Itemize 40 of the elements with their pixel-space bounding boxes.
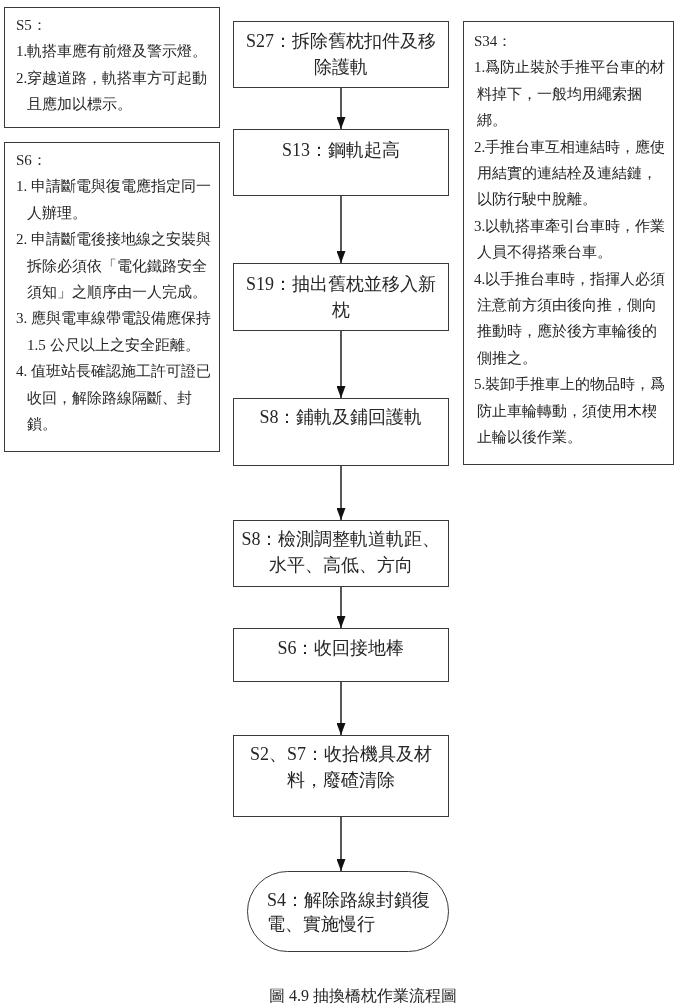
- note-heading: S6：: [16, 151, 47, 170]
- note-item: 5.裝卸手推車上的物品時，爲防止車輪轉動，須使用木楔止輪以後作業。: [474, 375, 667, 448]
- arrow: [336, 816, 346, 872]
- note-item: 1. 申請斷電與復電應指定同一人辦理。: [16, 177, 212, 223]
- process-box: [233, 263, 449, 331]
- process-box: [233, 398, 449, 466]
- step-text: S8：檢測調整軌道軌距、水平、高低、方向: [240, 528, 442, 577]
- process-box: [233, 21, 449, 88]
- note-item: 1.爲防止裝於手推平台車的材料掉下，一般均用繩索捆綁。: [474, 58, 667, 131]
- note-item: 2.手推台車互相連結時，應使用結實的連結栓及連結鏈，以防行駛中脫離。: [474, 137, 667, 210]
- note-item: 4.以手推台車時，指揮人必須注意前方須由後向推，側向推動時，應於後方車輪後的側推之。: [474, 269, 667, 368]
- note-box: [4, 142, 220, 452]
- step-text: S19：抽出舊枕並移入新枕: [245, 273, 437, 322]
- note-heading: S5：: [16, 16, 47, 35]
- arrow: [336, 681, 346, 736]
- process-box: [233, 628, 449, 682]
- arrow: [336, 330, 346, 399]
- step-text: S4：解除路線封鎖復電、實施慢行: [267, 889, 431, 936]
- step-text: S8：鋪軌及鋪回護軌: [259, 406, 423, 429]
- arrow: [336, 586, 346, 629]
- note-item: 1.軌搭車應有前燈及警示燈。: [16, 42, 208, 62]
- arrow: [336, 465, 346, 521]
- note-item: 2.穿越道路，軌搭車方可起動且應加以標示。: [16, 68, 209, 115]
- note-box: [4, 7, 220, 128]
- step-text: S6：收回接地棒: [277, 637, 405, 660]
- process-box: [233, 129, 449, 196]
- arrow: [336, 87, 346, 130]
- note-heading: S34：: [474, 32, 513, 51]
- figure-caption: 圖 4.9 抽換橋枕作業流程圖: [269, 986, 457, 1005]
- step-text: S27：拆除舊枕扣件及移除護軌: [245, 30, 437, 79]
- step-text: S2、S7：收拾機具及材料，廢碴清除: [249, 743, 433, 792]
- note-item: 4. 值班站長確認施工許可證已收回，解除路線隔斷、封鎖。: [16, 362, 212, 435]
- step-text: S13：鋼軌起高: [282, 139, 400, 162]
- note-box: [463, 21, 674, 465]
- note-item: 3. 應與電車線帶電設備應保持 1.5 公尺以上之安全距離。: [16, 309, 212, 355]
- process-box: [233, 520, 449, 587]
- note-item: 2. 申請斷電後接地線之安裝與拆除必須依「電化鐵路安全須知」之順序由一人完成。: [16, 230, 212, 303]
- note-item: 3.以軌搭車牽引台車時，作業人員不得搭乘台車。: [474, 216, 667, 263]
- process-box: [233, 735, 449, 817]
- arrow: [336, 195, 346, 264]
